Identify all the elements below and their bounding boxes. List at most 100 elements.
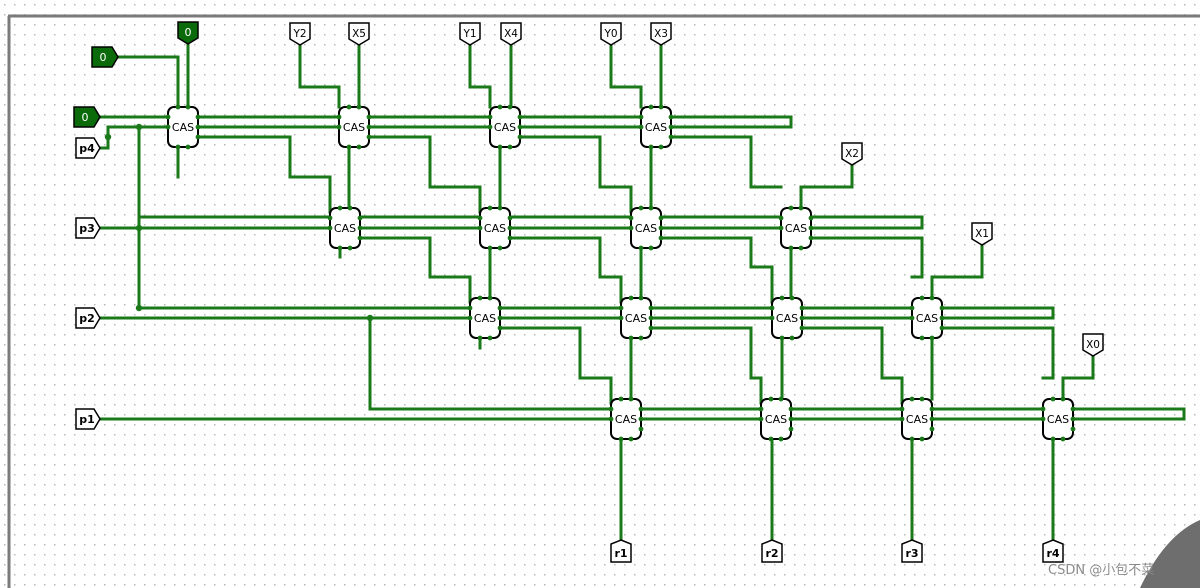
cas-port — [176, 105, 181, 110]
cas-port — [920, 397, 925, 402]
cas-cell[interactable]: CAS — [759, 397, 794, 442]
input-pin-p4[interactable]: p4 — [76, 138, 100, 158]
cas-port — [488, 296, 493, 301]
cas-port — [789, 206, 794, 211]
cas-port — [910, 437, 915, 442]
input-pin-p2[interactable]: p2 — [76, 308, 100, 328]
constant-zero-left-1[interactable]: 0 — [92, 47, 118, 67]
cas-port — [779, 397, 784, 402]
cas-port — [518, 125, 523, 130]
cas-port — [649, 206, 654, 211]
cas-port — [1051, 397, 1056, 402]
output-pin-r4[interactable]: r4 — [1043, 540, 1063, 562]
junction-dot — [136, 124, 142, 130]
cas-cell-label: CAS — [906, 413, 928, 426]
cas-cell[interactable]: CAS — [629, 206, 664, 251]
cas-cell-label: CAS — [334, 222, 356, 235]
cas-port — [629, 296, 634, 301]
input-pin-p3[interactable]: p3 — [76, 218, 100, 238]
cas-cell[interactable]: CAS — [619, 296, 654, 341]
cas-cell[interactable]: CAS — [779, 206, 814, 251]
output-pin-r2[interactable]: r2 — [762, 540, 782, 562]
cas-port — [799, 246, 804, 251]
cas-cell[interactable]: CAS — [770, 296, 805, 341]
cas-port — [769, 437, 774, 442]
constant-zero-left-2[interactable]: 0 — [74, 107, 100, 127]
pin-label: r4 — [1046, 547, 1059, 560]
cas-port — [166, 125, 171, 130]
cas-port — [609, 407, 614, 412]
cas-port — [789, 407, 794, 412]
cas-cell[interactable]: CAS — [1041, 397, 1076, 442]
cas-port — [468, 316, 473, 321]
cas-cell[interactable]: CAS — [900, 397, 935, 442]
pin-label: Y2 — [292, 28, 306, 40]
cas-port — [770, 306, 775, 311]
cas-port — [488, 246, 493, 251]
cas-cell[interactable]: CAS — [328, 206, 363, 251]
cas-cell[interactable]: CAS — [910, 296, 945, 341]
cas-port — [789, 427, 794, 432]
cas-port — [518, 135, 523, 140]
cas-port — [639, 125, 644, 130]
cas-cell[interactable]: CAS — [488, 105, 523, 150]
cas-port — [498, 105, 503, 110]
cas-port — [800, 326, 805, 331]
cas-port — [338, 246, 343, 251]
cas-port — [779, 226, 784, 231]
cas-port — [619, 397, 624, 402]
cas-cell[interactable]: CAS — [468, 296, 503, 341]
cas-cell[interactable]: CAS — [166, 105, 201, 150]
constant-value: 0 — [82, 111, 89, 124]
cas-port — [920, 296, 925, 301]
cas-port — [629, 397, 634, 402]
cas-port — [488, 125, 493, 130]
cas-port — [930, 336, 935, 341]
junction-dot — [367, 315, 373, 321]
cas-cell-label: CAS — [615, 413, 637, 426]
cas-port — [498, 306, 503, 311]
cas-cell[interactable]: CAS — [337, 105, 372, 150]
cas-port — [649, 326, 654, 331]
cas-port — [478, 296, 483, 301]
cas-cell[interactable]: CAS — [609, 397, 644, 442]
cas-port — [338, 206, 343, 211]
cas-port — [1071, 427, 1076, 432]
cas-cell-label: CAS — [484, 222, 506, 235]
cas-port — [498, 326, 503, 331]
pin-label: r2 — [765, 547, 778, 560]
cas-port — [779, 216, 784, 221]
cas-port — [478, 216, 483, 221]
pin-label: X4 — [504, 28, 518, 40]
cas-port — [629, 336, 634, 341]
cas-port — [508, 236, 513, 241]
cas-cell-label: CAS — [625, 312, 647, 325]
cas-port — [809, 216, 814, 221]
cas-port — [789, 417, 794, 422]
cas-port — [930, 296, 935, 301]
cas-port — [639, 336, 644, 341]
pin-label: r1 — [614, 547, 627, 560]
cas-port — [920, 437, 925, 442]
cas-port — [347, 105, 352, 110]
cas-port — [659, 236, 664, 241]
cas-cell[interactable]: CAS — [478, 206, 513, 251]
output-pin-r3[interactable]: r3 — [902, 540, 922, 562]
cas-port — [790, 296, 795, 301]
cas-port — [649, 145, 654, 150]
cas-cell[interactable]: CAS — [639, 105, 674, 150]
output-pin-r1[interactable]: r1 — [611, 540, 631, 562]
cas-port — [769, 397, 774, 402]
cas-port — [498, 206, 503, 211]
cas-port — [498, 145, 503, 150]
cas-port — [629, 216, 634, 221]
cas-port — [910, 316, 915, 321]
input-pin-p1[interactable]: p1 — [76, 409, 100, 429]
cas-port — [357, 145, 362, 150]
cas-port — [508, 145, 513, 150]
cas-port — [629, 437, 634, 442]
cas-port — [1071, 407, 1076, 412]
cas-cell-label: CAS — [343, 121, 365, 134]
cas-port — [498, 246, 503, 251]
